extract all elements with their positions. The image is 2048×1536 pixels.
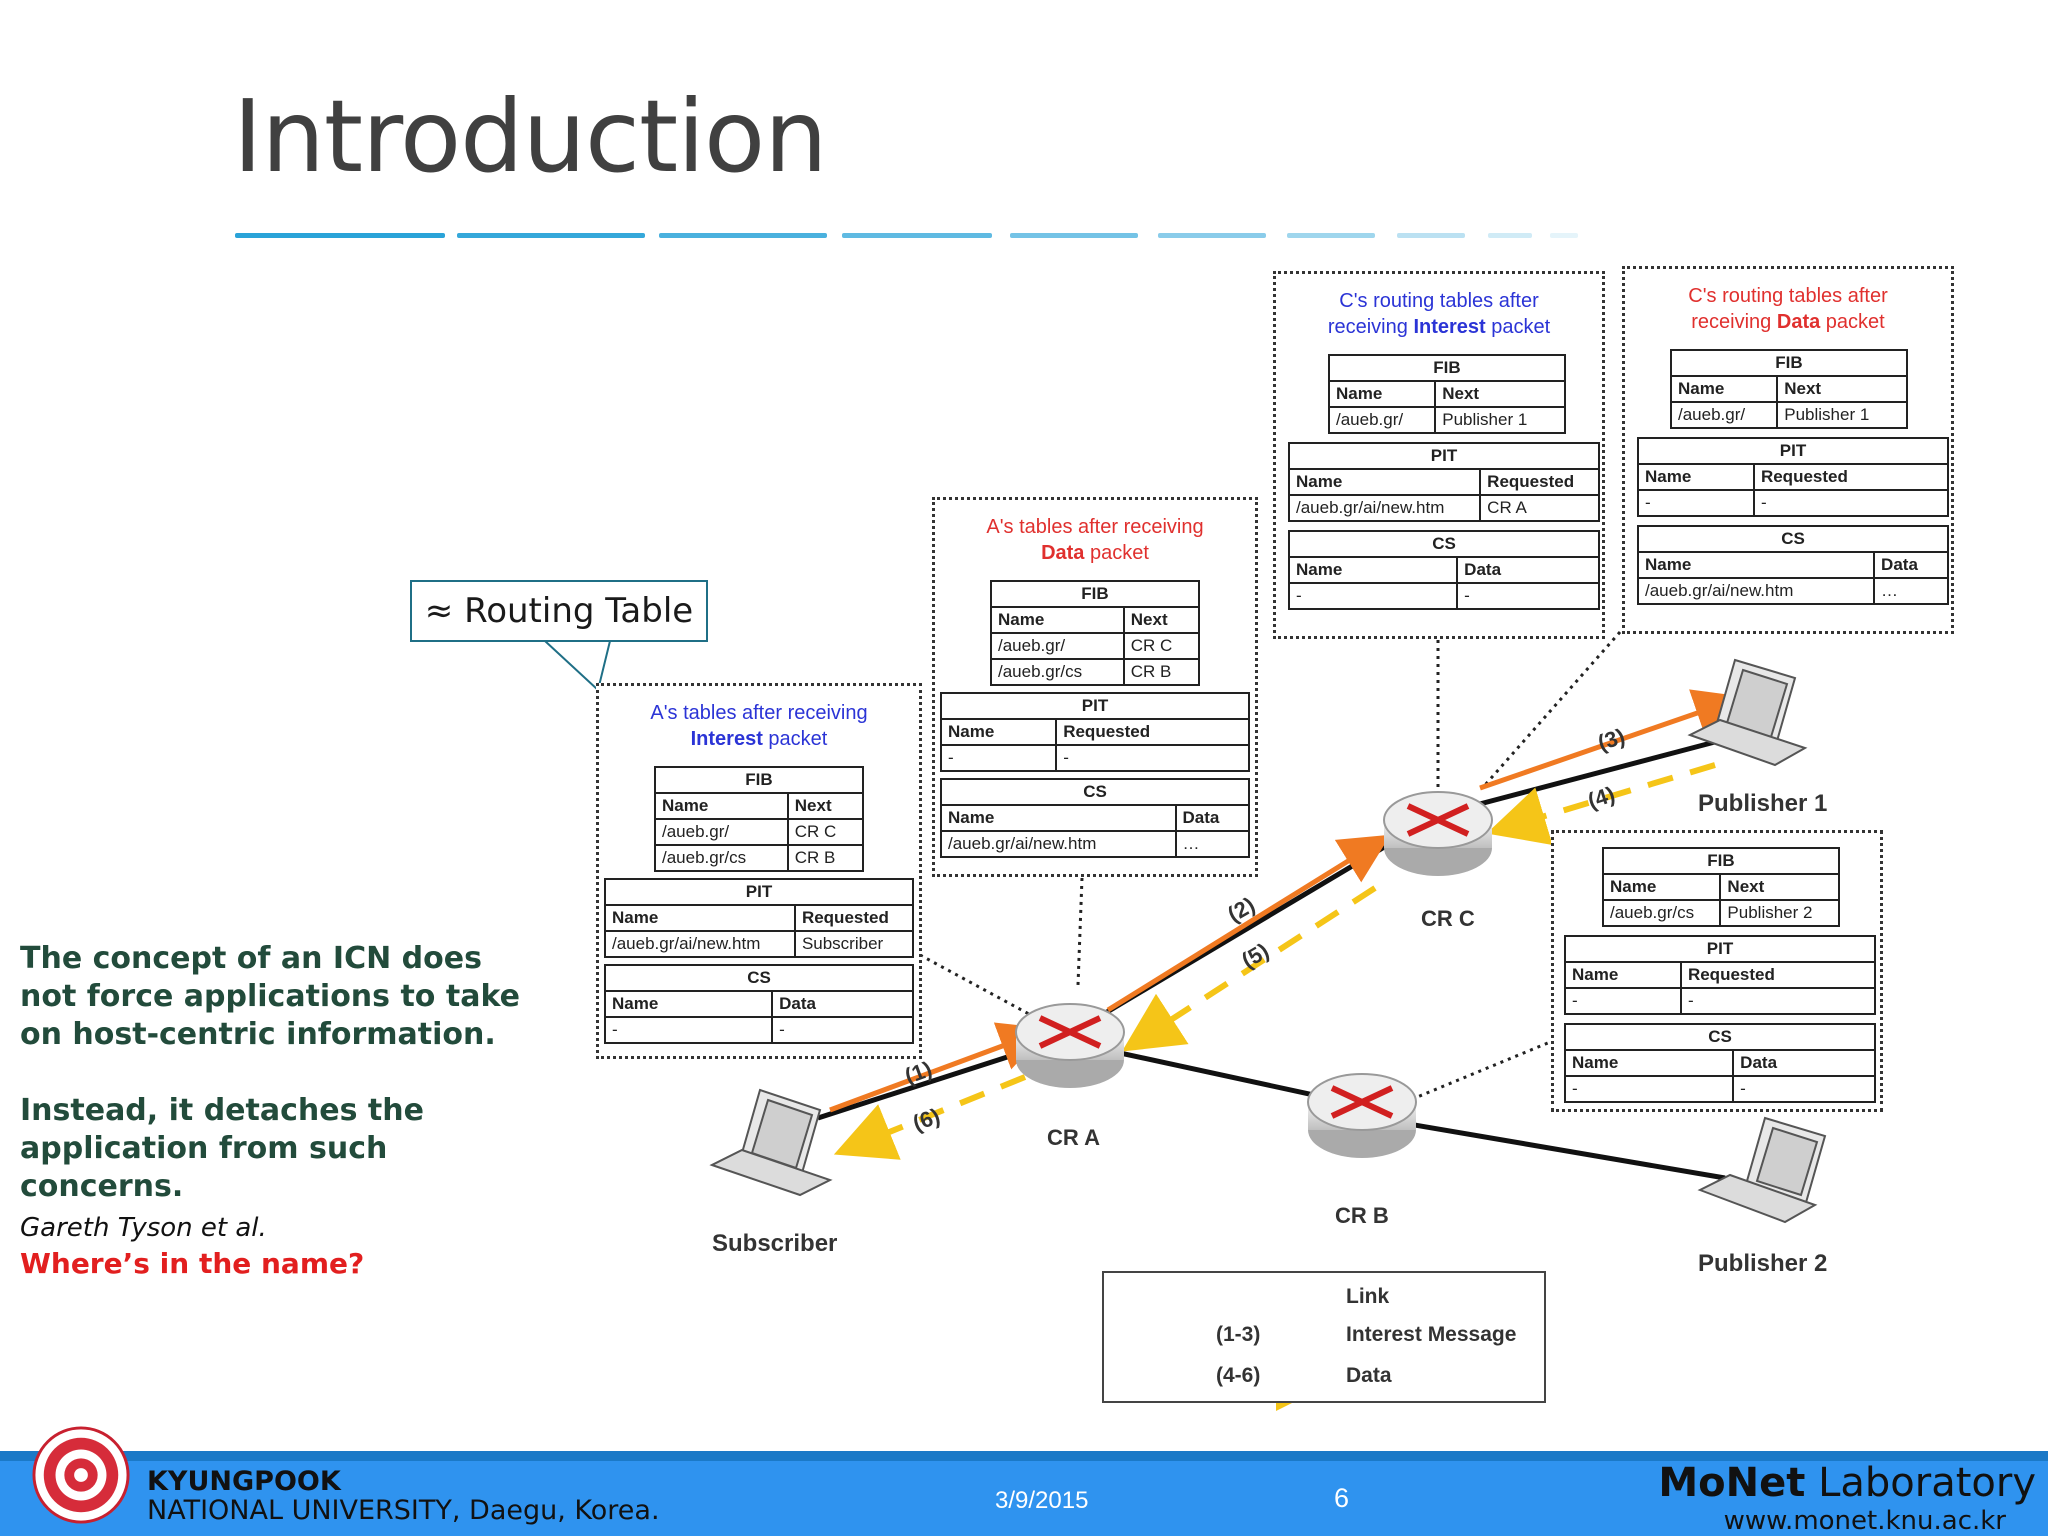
data-arrows [833, 762, 1716, 1160]
routing-table-callout: ≈ Routing Table [410, 580, 708, 642]
a-interest-caption: A's tables after receiving Interest pack… [650, 702, 868, 750]
a-interest-tables: A's tables after receiving Interest pack… [596, 683, 922, 1059]
para1-line3: on host-centric information. [20, 1017, 496, 1052]
para2-line2: application from such [20, 1131, 388, 1166]
university-seal-icon [32, 1426, 130, 1524]
legend-data-range: (4-6) [1216, 1364, 1261, 1387]
legend-data: Data [1346, 1364, 1392, 1387]
c-data-tables: C's routing tables after receiving Data … [1622, 266, 1954, 634]
slide-date: 3/9/2015 [995, 1487, 1089, 1514]
para1-line2: not force applications to take [20, 979, 520, 1014]
a-data-caption: A's tables after receiving Data packet [986, 516, 1204, 564]
question-text: Where’s in the name? [20, 1247, 365, 1280]
laptop-publisher2-icon [1697, 1116, 1827, 1224]
footer-bar [0, 1451, 2048, 1536]
page-number: 6 [1334, 1483, 1350, 1513]
router-cra-icon [1015, 1003, 1125, 1088]
c-data-caption: C's routing tables after receiving Data … [1688, 285, 1888, 333]
node-label-crb: CR B [1335, 1203, 1389, 1228]
table-connectors [919, 631, 1622, 1102]
node-label-publisher2: Publisher 2 [1698, 1250, 1828, 1277]
laptop-subscriber-icon [709, 1088, 833, 1197]
node-label-publisher1: Publisher 1 [1698, 790, 1828, 817]
legend-link: Link [1346, 1285, 1390, 1308]
lab-name: MoNet Laboratory [1658, 1460, 2036, 1506]
node-label-cra: CR A [1047, 1125, 1100, 1150]
router-crb-icon [1307, 1073, 1417, 1158]
c-interest-tables: C's routing tables after receiving Inter… [1273, 271, 1605, 639]
left-text: The concept of an ICN does not force app… [20, 940, 560, 1282]
university-name-line1: KYUNGPOOK [147, 1466, 341, 1497]
author-citation: Gareth Tyson et al. [20, 1213, 267, 1243]
para2-line1: Instead, it detaches the [20, 1093, 424, 1128]
c-interest-caption: C's routing tables after receiving Inter… [1327, 290, 1551, 338]
node-label-crc: CR C [1421, 906, 1475, 931]
lab-url: www.monet.knu.ac.kr [1723, 1506, 2006, 1536]
university-name-line2: NATIONAL UNIVERSITY, Daegu, Korea. [147, 1495, 660, 1526]
legend: Link (1-3) Interest Message (4-6) Data [1102, 1271, 1546, 1403]
router-crc-icon [1383, 791, 1493, 876]
laptop-publisher1-icon [1687, 658, 1808, 767]
legend-interest: Interest Message [1346, 1323, 1517, 1346]
para2-line3: concerns. [20, 1169, 184, 1204]
a-data-tables: A's tables after receiving Data packet F… [932, 497, 1258, 877]
node-label-subscriber: Subscriber [712, 1230, 838, 1257]
interest-arrows [829, 689, 1745, 1113]
slide-title: Introduction [233, 78, 828, 195]
legend-interest-range: (1-3) [1216, 1323, 1261, 1346]
para1-line1: The concept of an ICN does [20, 941, 482, 976]
